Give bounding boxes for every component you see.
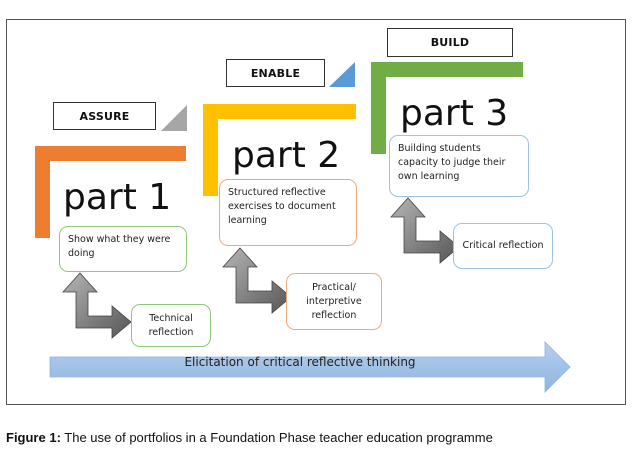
part3-bracket <box>371 62 523 154</box>
part1-title: part 1 <box>63 177 172 218</box>
progress-arrow-label: Elicitation of critical reflective think… <box>184 355 416 369</box>
phase-label-build: BUILD <box>387 28 513 57</box>
part3-reflection: Critical reflection <box>453 223 553 269</box>
part2-reflection: Practical/ interpretive reflection <box>286 273 382 330</box>
part3-title: part 3 <box>400 93 509 134</box>
part3-bent-arrow-icon <box>390 197 460 264</box>
phase-label-assure: ASSURE <box>53 102 156 130</box>
part1-reflection: Technical reflection <box>131 304 211 347</box>
part2-description: Structured reflective exercises to docum… <box>219 179 357 246</box>
figure-caption: Figure 1: The use of portfolios in a Fou… <box>6 430 493 445</box>
phase-label-enable: ENABLE <box>226 59 325 87</box>
part2-title: part 2 <box>232 135 341 176</box>
part3-description: Building students capacity to judge thei… <box>389 135 529 197</box>
progress-arrow-shape <box>49 341 571 393</box>
part1-bracket <box>35 146 186 238</box>
enable-triangle-icon <box>329 62 355 87</box>
part2-bracket <box>203 104 356 196</box>
part2-bent-arrow-icon <box>222 247 292 314</box>
caption-label: Figure 1: <box>6 430 61 445</box>
caption-text: The use of portfolios in a Foundation Ph… <box>60 430 493 445</box>
part1-description: Show what they were doing <box>59 226 187 272</box>
part1-bent-arrow-icon <box>62 272 132 339</box>
assure-triangle-icon <box>161 105 187 131</box>
